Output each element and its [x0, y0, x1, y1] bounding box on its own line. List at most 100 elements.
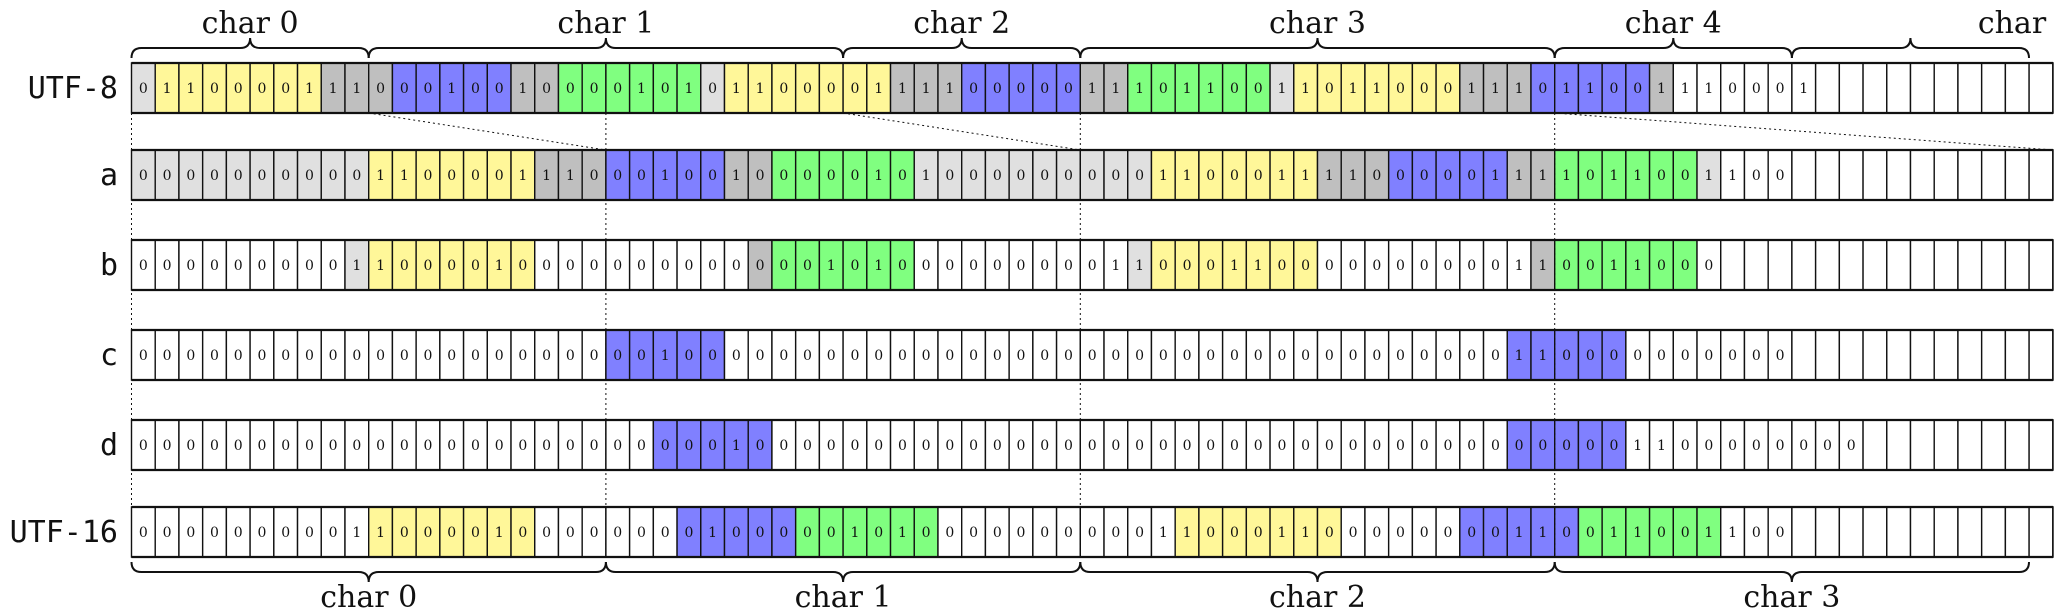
- bit-value: 0: [1396, 348, 1405, 364]
- bit-value: 1: [1277, 525, 1286, 541]
- bit-value: 0: [1040, 525, 1049, 541]
- bit-value: 0: [993, 438, 1002, 454]
- char-brace: [130, 37, 370, 59]
- bit-value: 1: [1183, 525, 1192, 541]
- bit-value: 0: [1467, 258, 1476, 274]
- bit-value: 1: [1491, 81, 1500, 97]
- bit-value: 0: [281, 525, 290, 541]
- bit-value: 0: [281, 168, 290, 184]
- bit-value: 0: [1396, 525, 1405, 541]
- bit-value: 0: [234, 81, 243, 97]
- bit-value: 0: [1586, 258, 1595, 274]
- bit-value: 0: [1467, 168, 1476, 184]
- bit-value: 0: [495, 438, 504, 454]
- bit-value: 0: [969, 348, 978, 364]
- row-label: a: [100, 158, 118, 193]
- bit-cell: [1980, 239, 2007, 291]
- bit-value: 0: [1776, 348, 1785, 364]
- bit-value: 0: [186, 525, 195, 541]
- bit-value: 0: [779, 168, 788, 184]
- bit-cell: [1933, 329, 1959, 381]
- bit-value: 1: [1633, 258, 1642, 274]
- mapping-line: [368, 112, 606, 151]
- bit-value: 0: [1752, 525, 1761, 541]
- bit-value: 0: [471, 81, 480, 97]
- top-char-label: char 0: [202, 6, 299, 41]
- bit-value: 0: [1325, 438, 1334, 454]
- bit-cell: [1886, 62, 1912, 114]
- bit-value: 0: [803, 258, 812, 274]
- bit-value: 0: [542, 525, 551, 541]
- bit-cell: [1791, 239, 1817, 291]
- bit-value: 0: [613, 525, 622, 541]
- bit-value: 0: [708, 258, 717, 274]
- bit-value: 1: [1586, 81, 1595, 97]
- char-brace: [130, 561, 607, 583]
- bit-value: 0: [400, 81, 409, 97]
- bit-value: 0: [590, 525, 599, 541]
- bit-value: 0: [993, 168, 1002, 184]
- bit-value: 0: [1728, 438, 1737, 454]
- bit-value: 0: [518, 438, 527, 454]
- bit-value: 0: [922, 525, 931, 541]
- bit-value: 0: [874, 348, 883, 364]
- bit-cell: [1909, 149, 1935, 201]
- bit-value: 0: [1017, 168, 1026, 184]
- bit-cell: [1886, 239, 1912, 291]
- bit-value: 0: [1515, 438, 1524, 454]
- bit-value: 0: [139, 168, 148, 184]
- bit-value: 0: [945, 438, 954, 454]
- bit-value: 0: [661, 525, 670, 541]
- bit-value: 0: [1325, 348, 1334, 364]
- bit-value: 0: [210, 348, 219, 364]
- bit-value: 1: [447, 81, 456, 97]
- bit-value: 0: [590, 438, 599, 454]
- bit-value: 0: [684, 168, 693, 184]
- bit-value: 0: [1206, 438, 1215, 454]
- bit-value: 0: [1017, 438, 1026, 454]
- bit-cell: [1862, 329, 1888, 381]
- bit-value: 1: [495, 525, 504, 541]
- bit-value: 0: [1610, 438, 1619, 454]
- char-brace: [842, 37, 1082, 59]
- bit-value: 0: [756, 168, 765, 184]
- bit-value: 0: [1420, 168, 1429, 184]
- bit-value: 1: [329, 81, 338, 97]
- bit-value: 1: [1159, 525, 1168, 541]
- bit-value: 0: [1420, 258, 1429, 274]
- bit-value: 0: [1799, 438, 1808, 454]
- bit-value: 1: [376, 258, 385, 274]
- bit-value: 0: [1254, 81, 1263, 97]
- bit-value: 1: [874, 168, 883, 184]
- bit-value: 0: [1420, 81, 1429, 97]
- bit-value: 0: [186, 348, 195, 364]
- bit-value: 1: [352, 81, 361, 97]
- bit-value: 0: [684, 348, 693, 364]
- bit-cell: [2004, 506, 2030, 558]
- bit-value: 1: [163, 81, 172, 97]
- bottom-char-label: char 0: [320, 580, 417, 615]
- bit-value: 1: [376, 168, 385, 184]
- bit-value: 0: [1183, 258, 1192, 274]
- bit-value: 0: [1752, 168, 1761, 184]
- bit-value: 1: [708, 525, 717, 541]
- bit-value: 0: [376, 348, 385, 364]
- bit-value: 0: [1230, 168, 1239, 184]
- bit-value: 0: [993, 81, 1002, 97]
- bottom-char-label: char 1: [795, 580, 892, 615]
- bit-value: 1: [1562, 168, 1571, 184]
- bit-value: 0: [827, 525, 836, 541]
- bit-value: 1: [732, 81, 741, 97]
- bit-value: 1: [1277, 168, 1286, 184]
- bit-value: 0: [1562, 348, 1571, 364]
- bit-cell: [1909, 239, 1935, 291]
- mapping-line: [843, 112, 1081, 151]
- bit-cell: [2028, 149, 2054, 201]
- bit-value: 0: [1088, 168, 1097, 184]
- bit-value: 0: [518, 525, 527, 541]
- bit-value: 0: [210, 438, 219, 454]
- bit-value: 0: [281, 348, 290, 364]
- bit-value: 0: [495, 348, 504, 364]
- bit-value: 0: [281, 258, 290, 274]
- bit-value: 0: [803, 348, 812, 364]
